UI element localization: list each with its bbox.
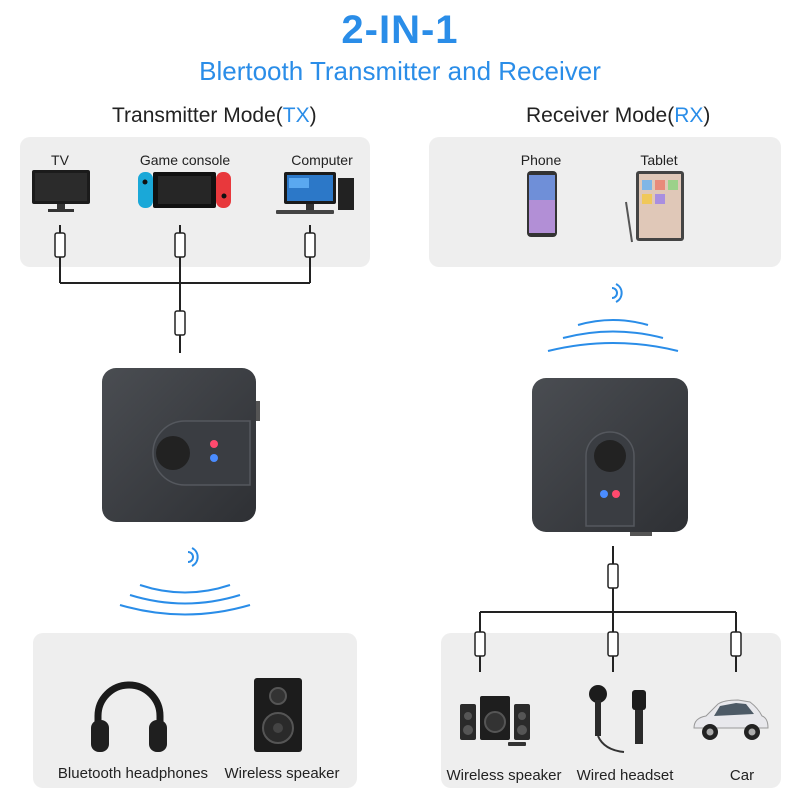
rx-mode-heading: Receiver Mode(RX) bbox=[526, 104, 710, 128]
game-console-icon bbox=[138, 172, 231, 208]
tx-cable-tree bbox=[54, 225, 316, 353]
tx-mode-close: ) bbox=[309, 104, 317, 127]
bluetooth-headphones-label: Bluetooth headphones bbox=[57, 765, 209, 782]
computer-icon bbox=[276, 172, 354, 214]
wireless-speaker-rx-label: Wireless speaker bbox=[446, 767, 562, 784]
tx-wireless-signal-icon bbox=[119, 547, 251, 616]
earphones-icon bbox=[589, 685, 646, 753]
car-label: Car bbox=[729, 767, 755, 784]
rx-cable-tree bbox=[474, 546, 742, 672]
tv-label: TV bbox=[51, 152, 69, 168]
speaker-icon bbox=[254, 678, 302, 752]
rx-wireless-signal-icon bbox=[547, 283, 679, 352]
tablet-icon bbox=[625, 171, 684, 243]
tablet-label: Tablet bbox=[640, 152, 678, 168]
rx-mode-code: RX bbox=[674, 104, 704, 127]
tx-mode-text: Transmitter Mode( bbox=[112, 104, 283, 127]
rx-sources-panel bbox=[429, 137, 781, 267]
rx-device bbox=[532, 378, 688, 536]
car-icon bbox=[693, 699, 769, 740]
page-subtitle: Blertooth Transmitter and Receiver bbox=[199, 56, 601, 86]
phone-icon bbox=[527, 171, 557, 237]
wired-headset-label: Wired headset bbox=[576, 767, 674, 784]
tv-icon bbox=[32, 170, 90, 212]
tx-outputs-panel bbox=[33, 633, 357, 788]
computer-label: Computer bbox=[291, 152, 353, 168]
game-console-label: Game console bbox=[139, 152, 231, 168]
rx-mode-text: Receiver Mode( bbox=[526, 104, 675, 127]
speaker-system-icon bbox=[460, 696, 530, 746]
tx-mode-code: TX bbox=[282, 104, 310, 127]
headphones-icon bbox=[91, 681, 167, 752]
page-title: 2-IN-1 bbox=[341, 8, 459, 52]
tx-device bbox=[102, 368, 260, 522]
rx-mode-close: ) bbox=[703, 104, 711, 127]
phone-label: Phone bbox=[520, 152, 562, 168]
wireless-speaker-tx-label: Wireless speaker bbox=[224, 765, 340, 782]
tx-mode-heading: Transmitter Mode(TX) bbox=[112, 104, 317, 128]
